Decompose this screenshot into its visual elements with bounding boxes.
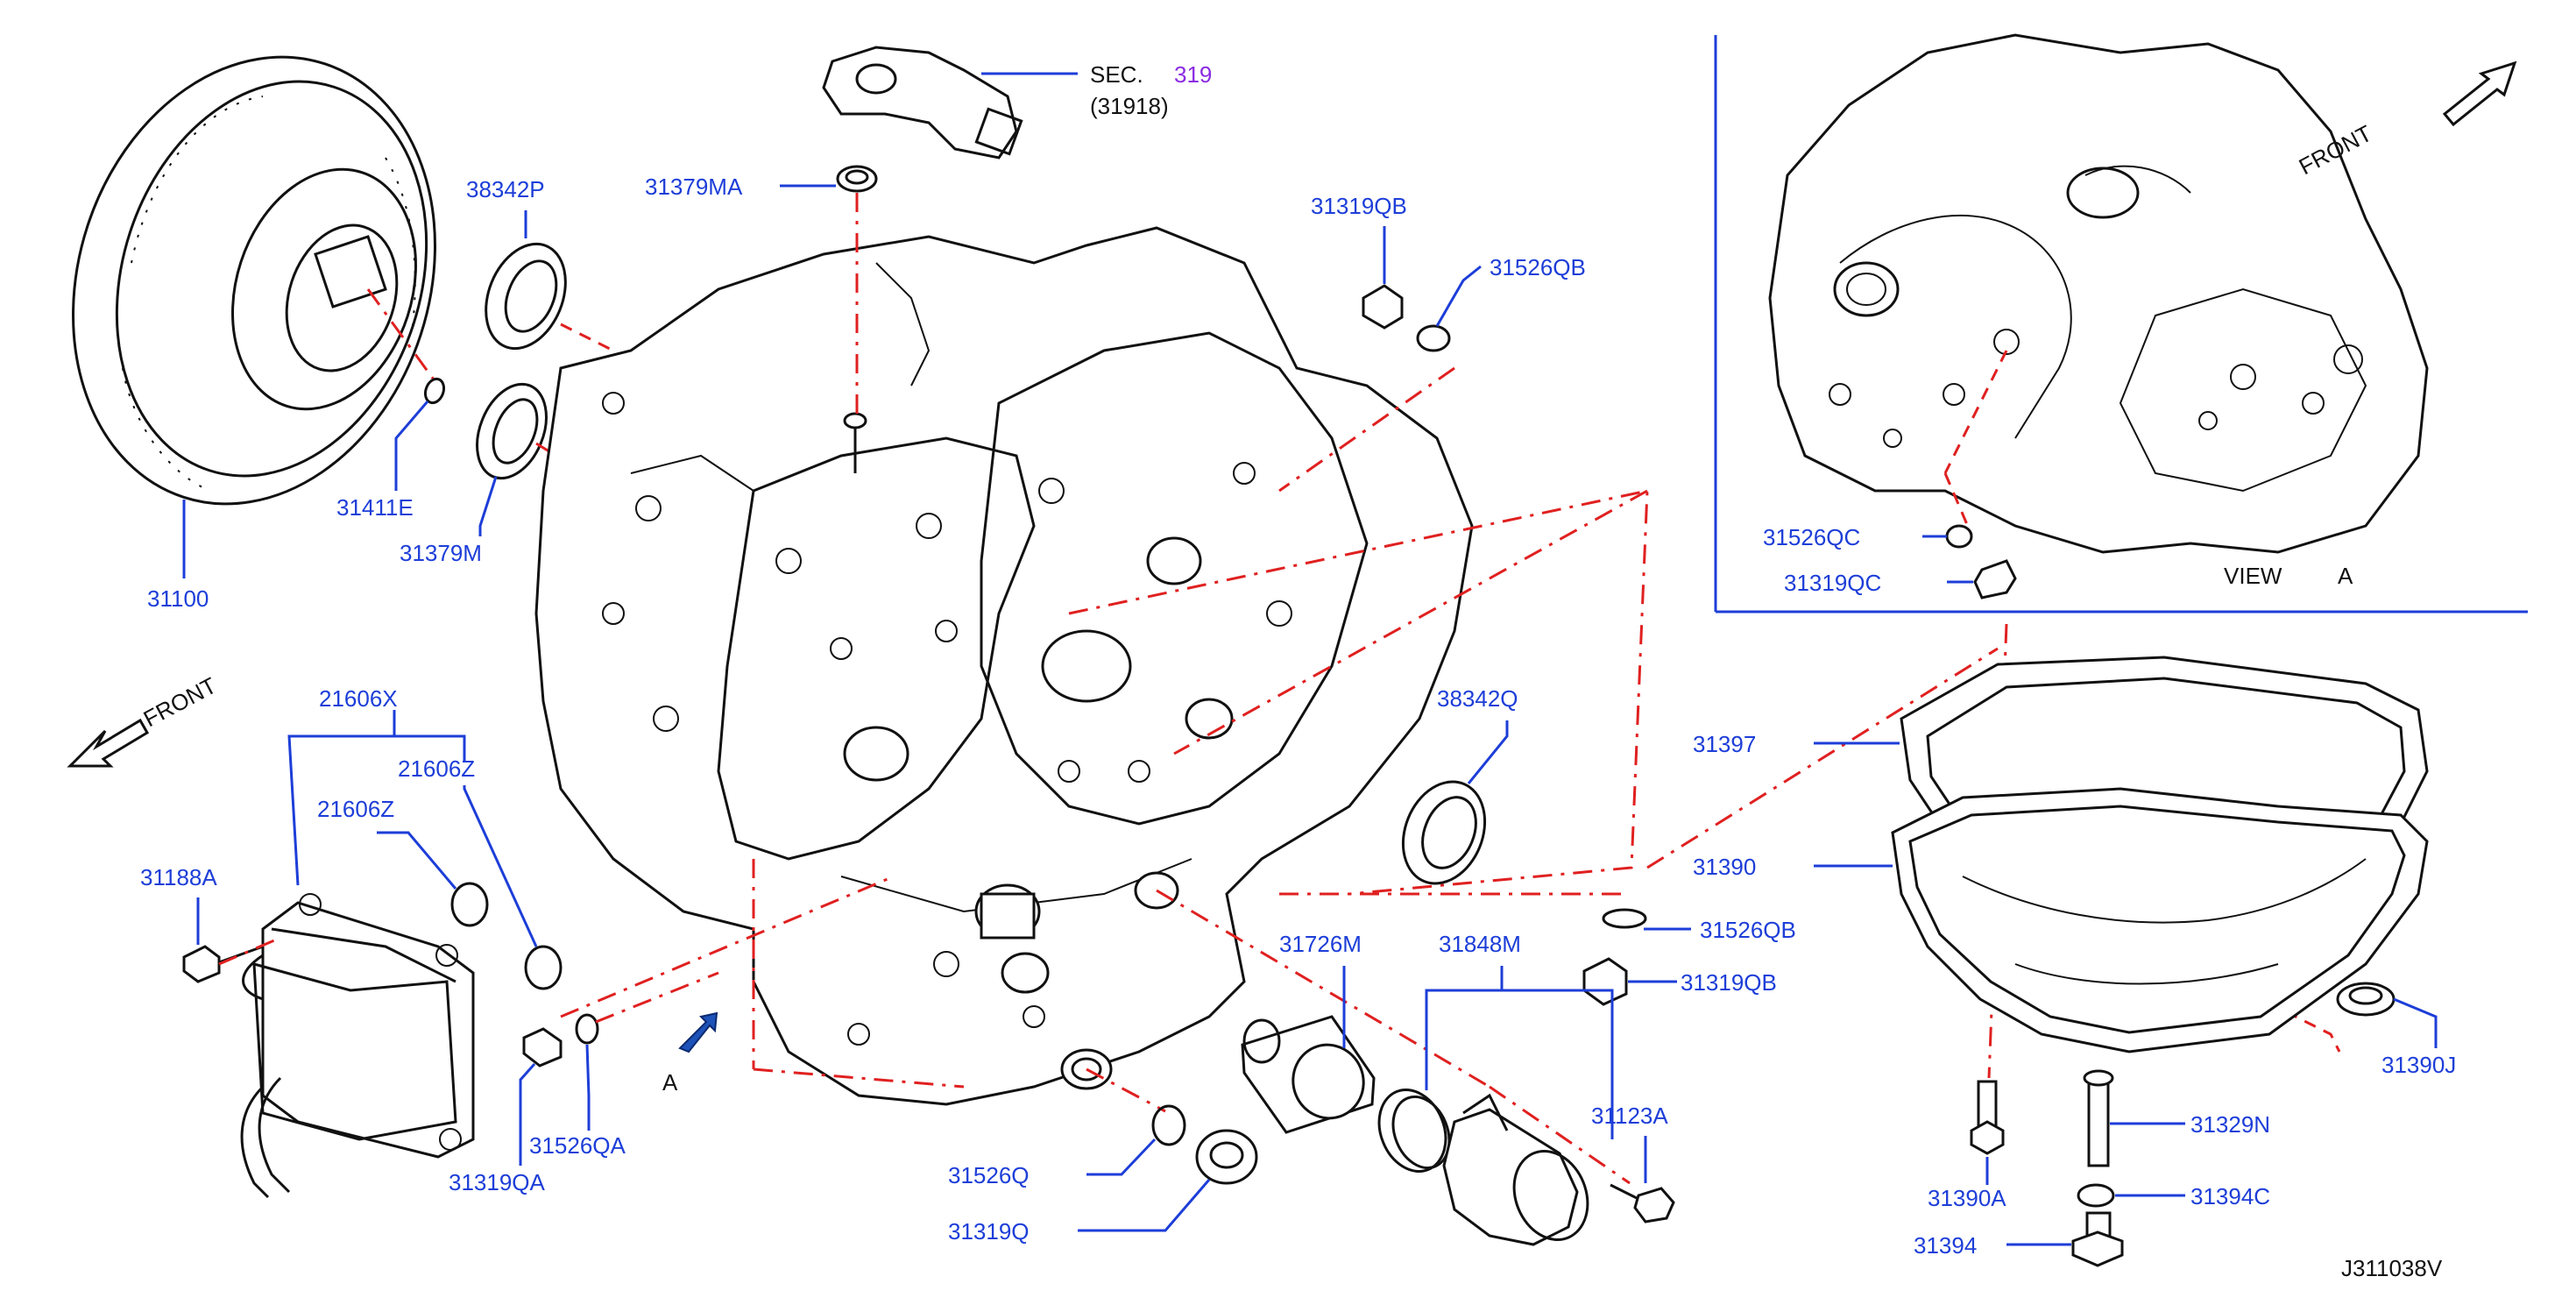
label-38342Q[interactable]: 38342Q <box>1437 685 1518 712</box>
o-ring-31411E: 31411E <box>336 377 446 521</box>
filter-31726M: 31726M <box>1241 931 1376 1134</box>
view-a-arrow: A <box>662 1011 718 1096</box>
label-31526QB-mid[interactable]: 31526QB <box>1700 917 1796 943</box>
label-31379MA[interactable]: 31379MA <box>645 174 743 200</box>
label-21606Z-a[interactable]: 21606Z <box>317 796 394 822</box>
diagram-id: J311038V <box>2341 1255 2443 1281</box>
label-31100[interactable]: 31100 <box>147 585 209 612</box>
oil-pan-31390: 31390 <box>1693 787 2429 1053</box>
inset-front-label: FRONT <box>2295 120 2376 181</box>
label-21606Z-b[interactable]: 21606Z <box>398 755 475 782</box>
filter-kit-31848M: 31848M <box>1377 931 1614 1246</box>
plug-31319QA: 31319QA <box>449 1027 563 1195</box>
label-31726M[interactable]: 31726M <box>1279 931 1362 957</box>
transaxle-case <box>534 226 1474 1106</box>
washer-31394C: 31394C <box>2077 1183 2270 1209</box>
o-ring-31526Q: 31526Q <box>948 1104 1186 1188</box>
label-38342P[interactable]: 38342P <box>466 176 545 202</box>
label-31390[interactable]: 31390 <box>1693 854 1756 880</box>
label-31397[interactable]: 31397 <box>1693 731 1756 757</box>
label-31526QB-top[interactable]: 31526QB <box>1490 254 1586 280</box>
label-31379M[interactable]: 31379M <box>400 540 482 566</box>
label-31526Q[interactable]: 31526Q <box>948 1162 1030 1188</box>
label-31848M[interactable]: 31848M <box>1439 931 1521 957</box>
label-31188A[interactable]: 31188A <box>140 864 217 890</box>
bolt-31390A: 31390A <box>1928 1080 2006 1211</box>
o-ring-21606Z-b: 21606Z <box>398 755 563 990</box>
sec-ref-prefix: SEC. <box>1090 61 1143 88</box>
seal-38342P: 38342P <box>466 176 567 351</box>
seal-38342Q: 38342Q <box>1401 685 1518 885</box>
o-ring-31526QA: 31526QA <box>529 1013 626 1159</box>
inset-view-label: VIEW <box>2224 563 2282 589</box>
bolt-31123A: 31123A <box>1591 1103 1675 1223</box>
label-21606X[interactable]: 21606X <box>319 685 398 712</box>
o-ring-31526QB-top: 31526QB <box>1416 254 1586 352</box>
sec-ref-number[interactable]: 319 <box>1174 61 1212 88</box>
label-31526QC[interactable]: 31526QC <box>1763 524 1860 550</box>
plug-31319Q: 31319Q <box>948 1129 1258 1245</box>
o-ring-31526QC-icon <box>1945 524 1973 549</box>
label-31526QA[interactable]: 31526QA <box>529 1132 626 1159</box>
o-ring-31526QB-mid: 31526QB <box>1602 908 1796 943</box>
drain-plug-31394: 31394 <box>1914 1211 2124 1267</box>
label-31329N[interactable]: 31329N <box>2190 1111 2270 1138</box>
label-31123A[interactable]: 31123A <box>1591 1103 1668 1129</box>
label-31319QB-top[interactable]: 31319QB <box>1311 193 1407 219</box>
seal-31379M: 31379M <box>400 382 548 566</box>
sec-ref-sub: (31918) <box>1090 93 1169 119</box>
view-a-label: A <box>662 1069 678 1096</box>
front-arrow-main: FRONT <box>67 672 221 768</box>
torque-converter-31100: 31100 <box>72 55 440 612</box>
seal-31379MA: 31379MA <box>645 165 878 421</box>
label-31319QC[interactable]: 31319QC <box>1784 570 1881 596</box>
bolt-31188A: 31188A <box>140 864 264 983</box>
inset-view-letter: A <box>2338 563 2353 589</box>
label-31394[interactable]: 31394 <box>1914 1232 1977 1259</box>
label-31319Q[interactable]: 31319Q <box>948 1218 1030 1245</box>
front-label-main: FRONT <box>139 672 221 733</box>
plug-31319QB-top: 31319QB <box>1311 193 1407 330</box>
inset-view-a: FRONT VIEW A 31526QC 31319QC <box>1714 33 2528 613</box>
label-31390J[interactable]: 31390J <box>2381 1052 2456 1078</box>
plug-31319QC-icon <box>1973 559 2017 599</box>
label-31394C[interactable]: 31394C <box>2190 1183 2270 1209</box>
label-31319QB-mid[interactable]: 31319QB <box>1681 969 1777 996</box>
plug-31319QB-mid: 31319QB <box>1582 957 1777 1006</box>
label-31319QA[interactable]: 31319QA <box>449 1169 546 1195</box>
sensor-31918: SEC. 319 (31918) <box>822 46 1212 160</box>
stud-31329N: 31329N <box>2083 1069 2270 1167</box>
magnet-31390J: 31390J <box>2336 982 2456 1078</box>
label-31411E[interactable]: 31411E <box>336 494 414 521</box>
oil-cooler-21606X: 21606X <box>240 685 475 1199</box>
o-ring-21606Z-a: 21606Z <box>317 796 489 927</box>
label-31390A[interactable]: 31390A <box>1928 1185 2006 1211</box>
